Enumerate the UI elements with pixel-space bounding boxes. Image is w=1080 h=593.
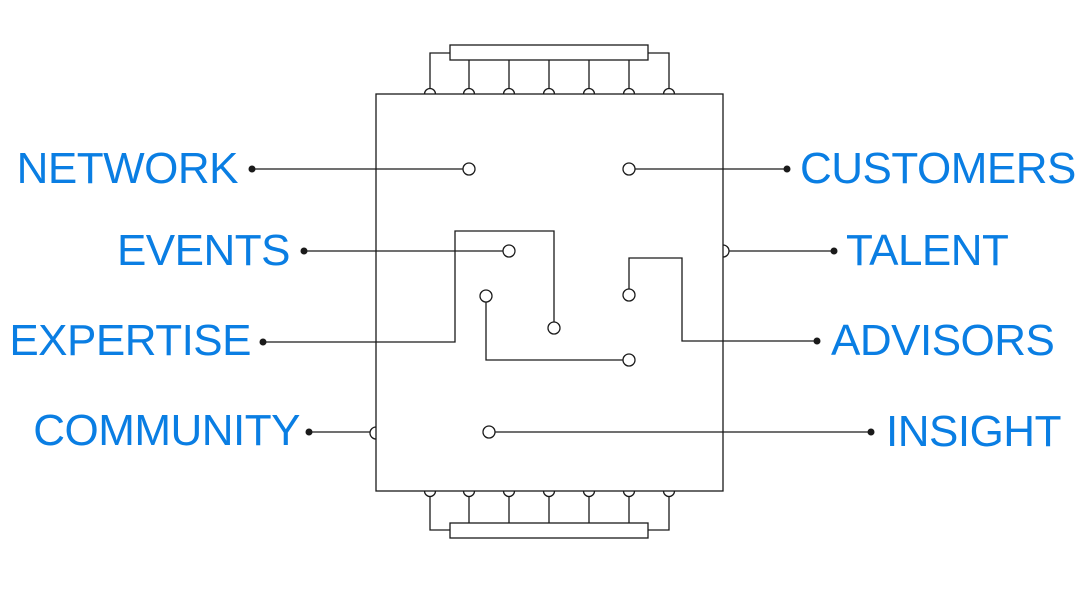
bottom-connector-bar: [449, 522, 649, 539]
events-terminal-dot: [300, 247, 308, 255]
insight-terminal-dot: [867, 428, 875, 436]
customers-terminal-dot: [783, 165, 791, 173]
advisors-connector: [628, 257, 817, 342]
top-connector-bar: [449, 44, 649, 61]
label-customers: CUSTOMERS: [800, 144, 1076, 193]
talent-terminal-dot: [830, 247, 838, 255]
expertise-connector: [263, 230, 555, 343]
label-network: NETWORK: [16, 144, 239, 193]
top-pins: [429, 52, 670, 89]
bottom-pins: [429, 496, 670, 531]
label-insight: INSIGHT: [886, 407, 1061, 456]
label-advisors: ADVISORS: [831, 316, 1055, 365]
label-community: COMMUNITY: [33, 406, 300, 455]
label-talent: TALENT: [846, 226, 1009, 275]
inner-nodes: [462, 162, 636, 439]
label-events: EVENTS: [116, 226, 291, 275]
advisors-terminal-dot: [813, 337, 821, 345]
inner-trace: [485, 302, 623, 361]
network-terminal-dot: [248, 165, 256, 173]
label-expertise: EXPERTISE: [9, 316, 251, 365]
chip-body: [375, 93, 724, 492]
community-terminal-dot: [305, 428, 313, 436]
expertise-terminal-dot: [259, 338, 267, 346]
